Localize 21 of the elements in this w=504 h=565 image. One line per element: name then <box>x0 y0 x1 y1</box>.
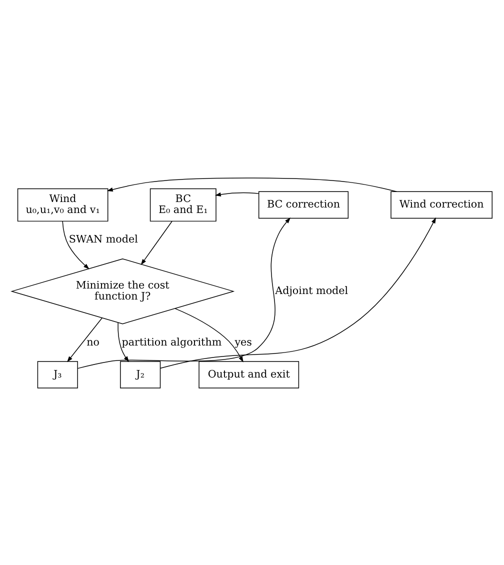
arrow <box>160 216 436 368</box>
node-box: J₂ <box>120 360 161 388</box>
node-box: BC E₀ and E₁ <box>150 188 216 222</box>
arrow <box>174 308 244 362</box>
arrow <box>106 177 397 192</box>
edge-label: yes <box>234 336 252 348</box>
edge-label: no <box>86 336 100 348</box>
arrow <box>214 192 260 196</box>
arrow <box>140 220 172 265</box>
arrow <box>67 317 102 362</box>
node-box: Wind u₀,u₁,v₀ and v₁ <box>17 188 108 222</box>
edge-label: SWAN model <box>68 233 138 246</box>
node-box: Wind correction <box>390 190 492 218</box>
arrow <box>62 220 90 269</box>
node-box: Output and exit <box>198 360 300 388</box>
node-box: J₃ <box>37 360 78 388</box>
arrow <box>77 217 291 368</box>
arrow <box>118 322 130 362</box>
edge-label: Adjoint model <box>275 284 348 297</box>
node-box: BC correction <box>258 190 349 218</box>
edge-label: partition algorithm <box>122 336 222 348</box>
